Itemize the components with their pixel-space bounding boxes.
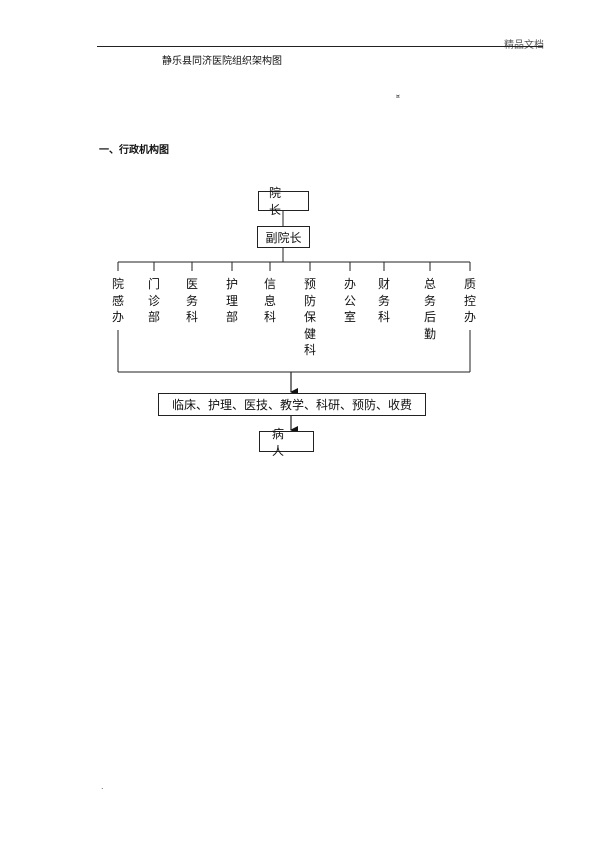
department-finance: 财务科 (377, 277, 390, 324)
department-information: 信息科 (263, 277, 276, 324)
department-connector-group (117, 261, 471, 271)
section-heading: 一、行政机构图 (99, 145, 169, 156)
director-box: 院长 (258, 186, 309, 217)
header-divider (97, 46, 543, 47)
department-infection-office: 院感办 (111, 277, 124, 324)
footer-dot: . (101, 782, 104, 791)
document-title: 静乐县同济医院组织架构图 (162, 56, 282, 67)
patient-box: 病人 (259, 427, 314, 458)
department-office: 办公室 (343, 277, 356, 324)
services-box: 临床、护理、医技、教学、科研、预防、收费 (158, 393, 426, 416)
department-nursing: 护理部 (225, 277, 238, 324)
deputy-director-box: 副院长 (257, 226, 310, 248)
department-medical-affairs: 医务科 (185, 277, 198, 324)
small-mark: ¤ (396, 93, 400, 100)
department-outpatient: 门诊部 (147, 277, 160, 324)
department-quality-control: 质控办 (463, 277, 476, 324)
header-label: 精品文档 (504, 36, 544, 51)
department-preventive-care: 预防保健科 (303, 277, 316, 357)
department-logistics: 总务后勤 (423, 277, 436, 341)
